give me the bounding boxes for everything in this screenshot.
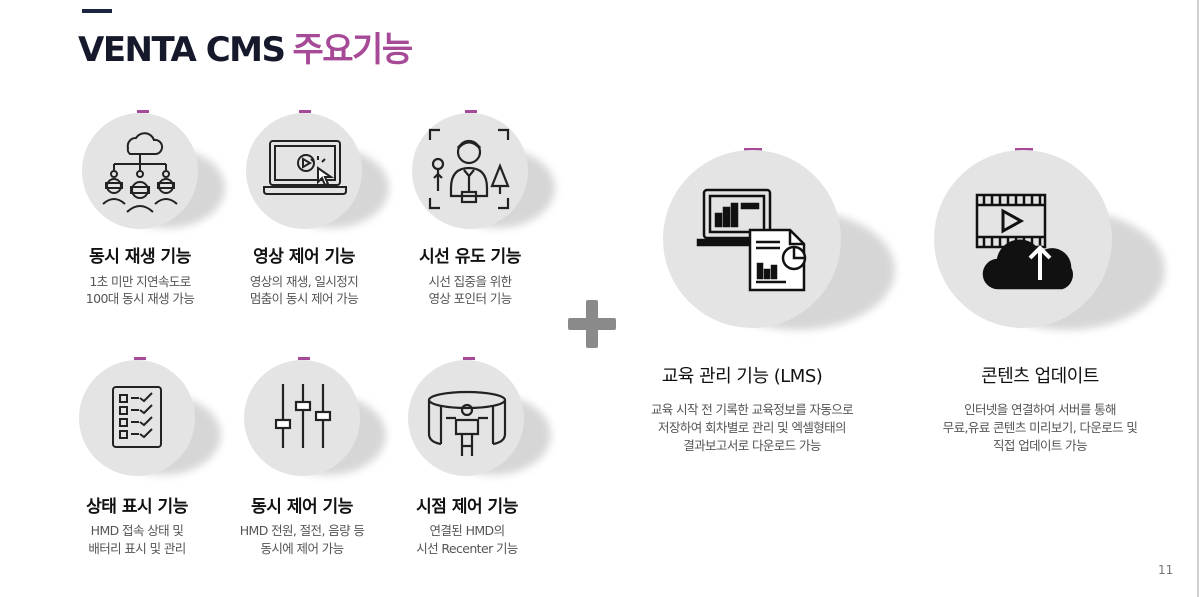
feature-name: 상태 표시 기능 <box>86 497 188 517</box>
feature-desc-line2: 저장하여 회차별로 관리 및 엑셀형태의 <box>658 420 847 435</box>
feature-desc-line2: 무료,유료 콘텐츠 미리보기, 다운로드 및 <box>942 420 1138 435</box>
feature-desc-line1: 시선 집중을 위한 <box>428 274 512 289</box>
feature-name: 영상 제어 기능 <box>253 247 355 267</box>
feature-desc-line2: 배터리 표시 및 관리 <box>88 541 186 556</box>
feature-name: 시선 유도 기능 <box>419 247 521 267</box>
feature-accent-dash <box>298 357 310 360</box>
focus-person-icon <box>428 128 510 210</box>
feature-desc-line1: HMD 접속 상태 및 <box>90 523 184 538</box>
laptop-report-icon <box>696 188 807 292</box>
feature-accent-dash <box>463 357 475 360</box>
title-accent-bar <box>82 9 112 13</box>
feature-desc-line1: HMD 전원, 절전, 음량 등 <box>239 523 365 538</box>
feature-name: 동시 제어 기능 <box>251 497 353 517</box>
feature-desc-line2: 영상 포인터 기능 <box>428 291 512 306</box>
feature-accent-dash <box>134 357 146 360</box>
feature-desc-line1: 영상의 재생, 일시정지 <box>249 274 359 289</box>
feature-name: 시점 제어 기능 <box>416 497 518 517</box>
video-cloud-upload-icon <box>975 193 1073 290</box>
sliders-icon <box>274 384 332 448</box>
feature-desc-line2: 동시에 제어 가능 <box>260 541 344 556</box>
laptop-play-icon <box>263 140 347 195</box>
feature-desc-line1: 1초 미만 지연속도로 <box>89 274 191 289</box>
checklist-icon <box>112 386 162 448</box>
vr-users-cloud-icon <box>102 132 178 213</box>
feature-desc-line2: 100대 동시 재생 가능 <box>85 291 195 306</box>
feature-desc-line1: 연결된 HMD의 <box>429 523 506 538</box>
feature-desc-line1: 교육 시작 전 기록한 교육정보를 자동으로 <box>650 402 854 417</box>
title-highlight: 주요기능 <box>292 30 413 70</box>
plus-icon <box>568 300 616 348</box>
feature-name: 동시 재생 기능 <box>89 247 191 267</box>
feature-desc-line1: 인터넷을 연결하여 서버를 통해 <box>964 402 1116 417</box>
right-edge-line <box>1197 0 1199 597</box>
feature-accent-dash <box>299 110 311 113</box>
title-main: VENTA CMS <box>78 30 286 70</box>
page-number: 11 <box>1158 563 1174 577</box>
feature-desc-line3: 결과보고서로 다운로드 가능 <box>683 438 821 453</box>
feature-name: 콘텐츠 업데이트 <box>981 366 1099 387</box>
panorama-person-icon <box>427 390 507 456</box>
feature-desc-line2: 시선 Recenter 기능 <box>416 541 518 556</box>
feature-accent-dash <box>465 110 477 113</box>
feature-circle <box>79 360 195 476</box>
feature-name: 교육 관리 기능 (LMS) <box>661 366 823 387</box>
feature-accent-dash <box>137 110 149 113</box>
feature-desc-line2: 멈춤이 동시 제어 가능 <box>249 291 359 306</box>
feature-desc-line3: 직접 업데이트 가능 <box>993 438 1088 453</box>
